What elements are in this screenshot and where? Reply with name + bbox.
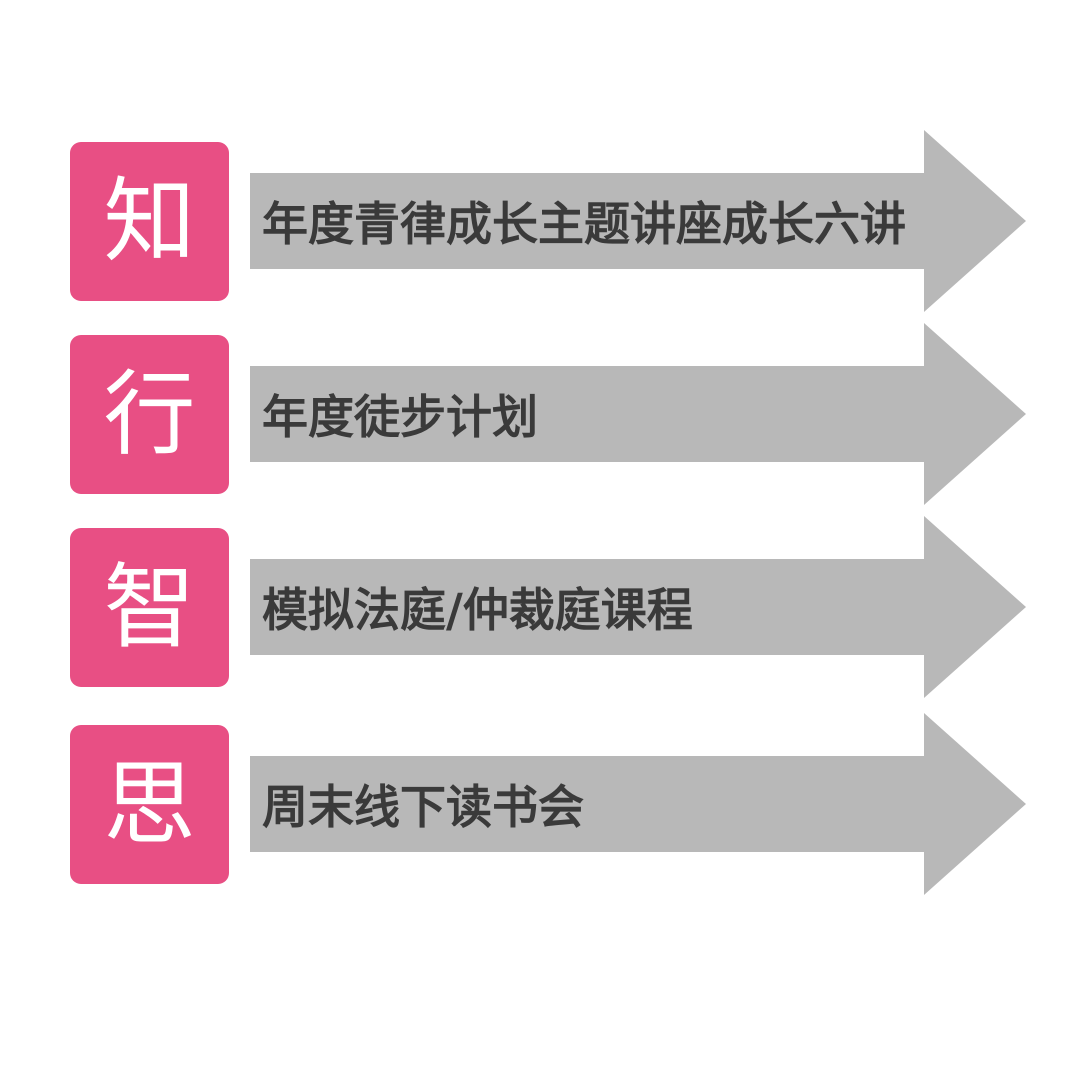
badge-zhi: 知 bbox=[70, 142, 229, 301]
arrow-label: 模拟法庭/仲裁庭课程 bbox=[262, 583, 693, 637]
badge-char: 知 bbox=[103, 167, 196, 275]
badge-char: 思 bbox=[103, 750, 196, 858]
badge-char: 行 bbox=[103, 360, 196, 468]
badge-zhi-wisdom: 智 bbox=[70, 528, 229, 687]
row-xing: 行 年度徒步计划 bbox=[0, 323, 1080, 505]
arrow-shape bbox=[250, 323, 1026, 505]
badge-char: 智 bbox=[103, 553, 196, 661]
arrow-label: 年度青律成长主题讲座成长六讲 bbox=[262, 197, 906, 251]
arrow-si: 周末线下读书会 bbox=[250, 713, 1026, 895]
row-si: 思 周末线下读书会 bbox=[0, 713, 1080, 895]
arrow-label: 周末线下读书会 bbox=[262, 780, 584, 834]
arrow-zhi-wisdom: 模拟法庭/仲裁庭课程 bbox=[250, 516, 1026, 698]
arrow-shape bbox=[250, 713, 1026, 895]
arrow-label: 年度徒步计划 bbox=[262, 390, 538, 444]
arrow-zhi: 年度青律成长主题讲座成长六讲 bbox=[250, 130, 1026, 312]
row-zhi-wisdom: 智 模拟法庭/仲裁庭课程 bbox=[0, 516, 1080, 698]
arrow-shape bbox=[250, 516, 1026, 698]
arrow-shape bbox=[250, 130, 1026, 312]
arrow-xing: 年度徒步计划 bbox=[250, 323, 1026, 505]
row-zhi: 知 年度青律成长主题讲座成长六讲 bbox=[0, 130, 1080, 312]
badge-xing: 行 bbox=[70, 335, 229, 494]
badge-si: 思 bbox=[70, 725, 229, 884]
